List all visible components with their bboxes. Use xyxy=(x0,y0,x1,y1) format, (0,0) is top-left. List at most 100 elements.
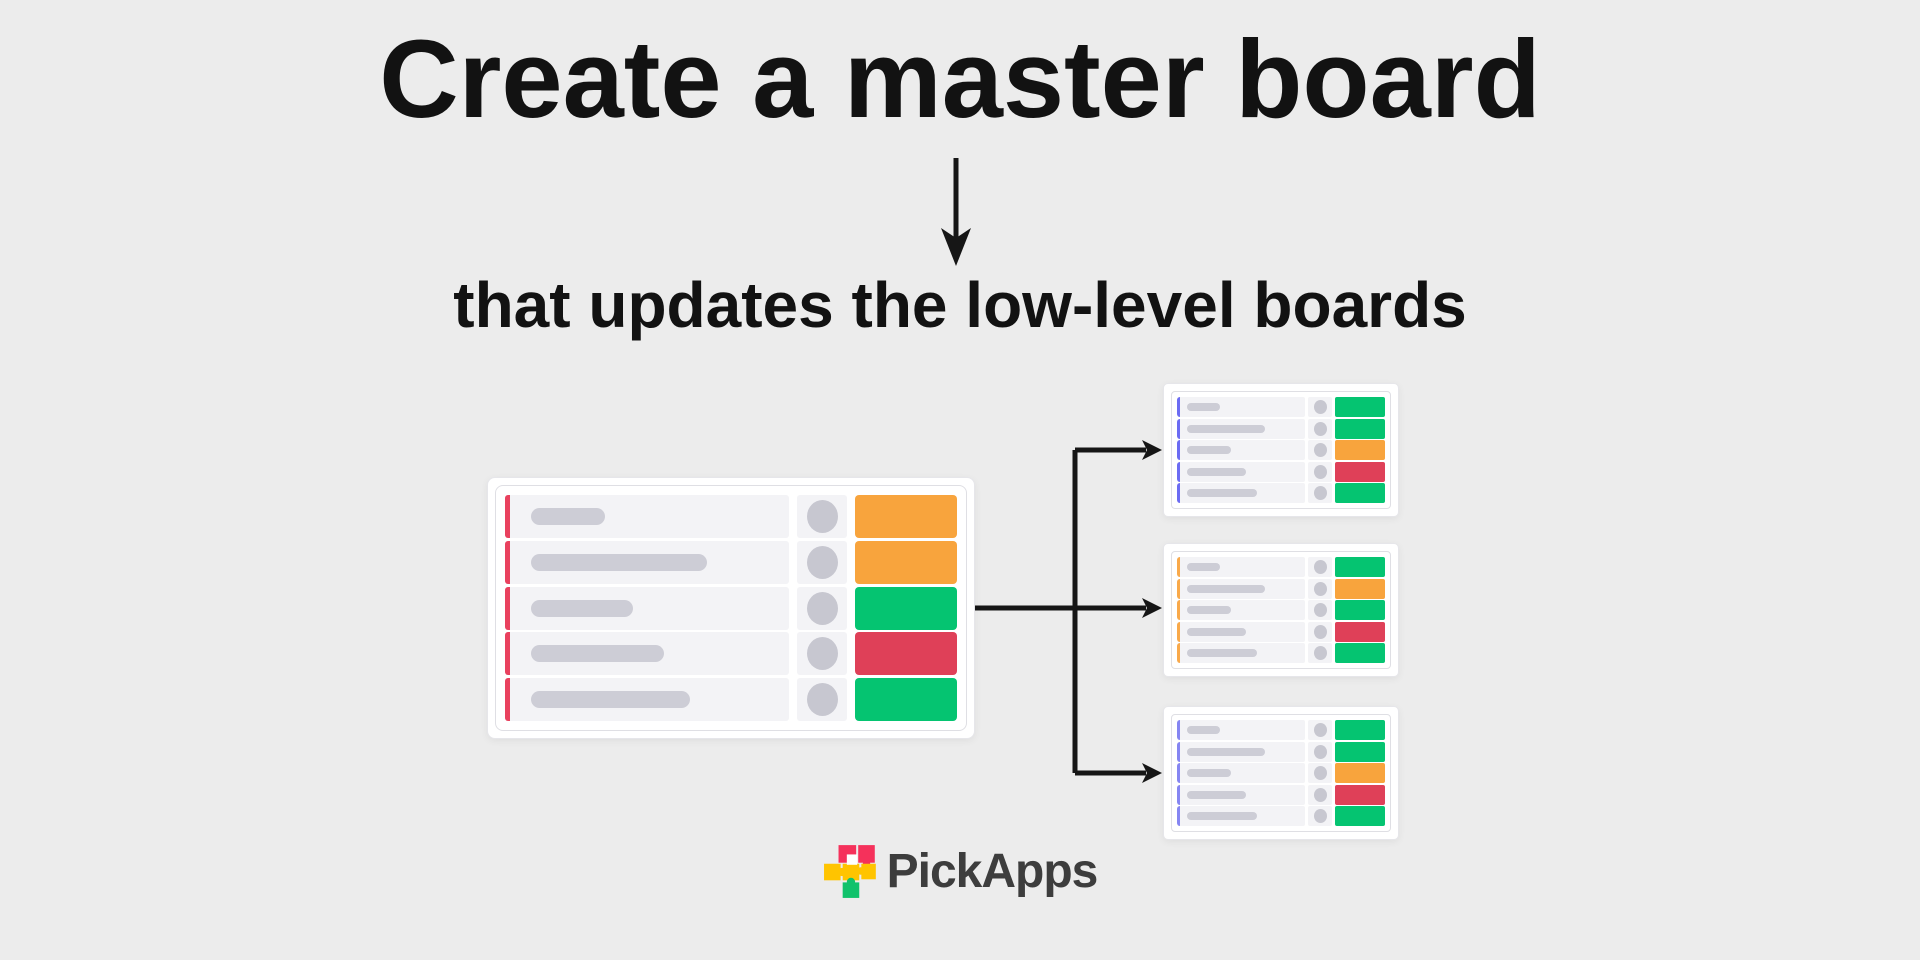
row-accent-bar xyxy=(1177,763,1180,783)
board-row-4 xyxy=(1177,621,1385,642)
low-level-board-1 xyxy=(1163,383,1399,517)
avatar-placeholder xyxy=(1313,603,1327,617)
status-cell-orange xyxy=(1335,578,1385,599)
status-cell-green xyxy=(1335,557,1385,577)
row-accent-bar xyxy=(1177,600,1180,620)
status-cell-red xyxy=(1335,461,1385,482)
avatar-placeholder xyxy=(1313,486,1327,500)
task-text-placeholder xyxy=(1187,403,1221,411)
page-subtitle: that updates the low-level boards xyxy=(453,269,1467,341)
board-row-5 xyxy=(1177,806,1385,826)
owner-cell xyxy=(1308,600,1332,620)
brand-logo: PickApps xyxy=(0,842,1920,900)
avatar-placeholder xyxy=(806,591,838,625)
task-text-placeholder xyxy=(1187,649,1258,657)
owner-cell xyxy=(1308,557,1332,577)
board-row-2 xyxy=(505,540,957,584)
owner-cell xyxy=(797,586,847,630)
row-accent-bar xyxy=(1177,643,1180,663)
arrowhead-top xyxy=(1142,440,1162,460)
task-cell xyxy=(505,632,789,676)
row-accent-bar xyxy=(1177,720,1180,740)
task-text-placeholder xyxy=(531,508,605,525)
task-cell xyxy=(1177,461,1305,482)
low-level-board-2-inner xyxy=(1171,551,1391,669)
board-row-2 xyxy=(1177,578,1385,599)
status-cell-green xyxy=(1335,483,1385,503)
board-row-1 xyxy=(1177,397,1385,417)
row-accent-bar xyxy=(1177,784,1180,805)
task-text-placeholder xyxy=(1187,489,1258,497)
avatar-placeholder xyxy=(1313,400,1327,414)
board-row-4 xyxy=(1177,461,1385,482)
task-cell xyxy=(1177,763,1305,783)
avatar-placeholder xyxy=(1313,464,1327,479)
row-accent-bar xyxy=(505,495,510,538)
owner-cell xyxy=(1308,720,1332,740)
low-level-board-3-inner xyxy=(1171,714,1391,832)
board-row-2 xyxy=(1177,418,1385,439)
avatar-placeholder xyxy=(806,683,838,716)
avatar-placeholder xyxy=(1313,766,1327,780)
avatar-placeholder xyxy=(1313,560,1327,574)
avatar-placeholder xyxy=(1313,723,1327,737)
row-accent-bar xyxy=(1177,483,1180,503)
status-cell-green xyxy=(1335,600,1385,620)
task-cell xyxy=(1177,578,1305,599)
row-accent-bar xyxy=(1177,578,1180,599)
arrowhead-middle xyxy=(1142,598,1162,618)
arrowhead-bottom xyxy=(1142,763,1162,783)
task-text-placeholder xyxy=(531,553,708,571)
status-cell-red xyxy=(1335,621,1385,642)
status-cell-green xyxy=(855,586,957,630)
board-row-4 xyxy=(505,632,957,676)
avatar-placeholder xyxy=(806,500,838,533)
task-text-placeholder xyxy=(531,645,665,663)
task-text-placeholder xyxy=(1187,790,1246,799)
board-row-2 xyxy=(1177,741,1385,762)
status-cell-red xyxy=(855,632,957,676)
owner-cell xyxy=(1308,461,1332,482)
board-row-4 xyxy=(1177,784,1385,805)
task-cell xyxy=(1177,600,1305,620)
board-row-5 xyxy=(1177,483,1385,503)
owner-cell xyxy=(1308,483,1332,503)
task-text-placeholder xyxy=(1187,606,1231,614)
task-cell xyxy=(1177,741,1305,762)
task-text-placeholder xyxy=(1187,446,1231,454)
avatar-placeholder xyxy=(1313,581,1327,596)
task-text-placeholder xyxy=(1187,812,1258,820)
task-cell xyxy=(505,586,789,630)
owner-cell xyxy=(797,540,847,584)
task-cell xyxy=(1177,621,1305,642)
task-cell xyxy=(1177,557,1305,577)
status-cell-orange xyxy=(855,540,957,584)
task-text-placeholder xyxy=(1187,467,1246,476)
task-cell xyxy=(1177,720,1305,740)
status-cell-orange xyxy=(855,495,957,538)
board-row-3 xyxy=(505,586,957,630)
avatar-placeholder xyxy=(1313,421,1327,436)
low-level-board-2 xyxy=(1163,543,1399,677)
avatar-placeholder xyxy=(1313,443,1327,457)
row-accent-bar xyxy=(1177,741,1180,762)
task-text-placeholder xyxy=(1187,584,1266,593)
status-cell-orange xyxy=(1335,763,1385,783)
row-accent-bar xyxy=(505,586,510,630)
status-cell-green xyxy=(1335,806,1385,826)
task-cell xyxy=(1177,806,1305,826)
low-level-board-1-inner xyxy=(1171,391,1391,509)
status-cell-green xyxy=(855,678,957,721)
status-cell-green xyxy=(1335,643,1385,663)
task-text-placeholder xyxy=(1187,627,1246,636)
row-accent-bar xyxy=(505,540,510,584)
board-row-3 xyxy=(1177,440,1385,460)
owner-cell xyxy=(797,495,847,538)
avatar-placeholder xyxy=(1313,624,1327,639)
row-accent-bar xyxy=(1177,397,1180,417)
row-accent-bar xyxy=(1177,806,1180,826)
task-text-placeholder xyxy=(531,691,691,708)
status-cell-green xyxy=(1335,720,1385,740)
status-cell-green xyxy=(1335,397,1385,417)
owner-cell xyxy=(1308,763,1332,783)
